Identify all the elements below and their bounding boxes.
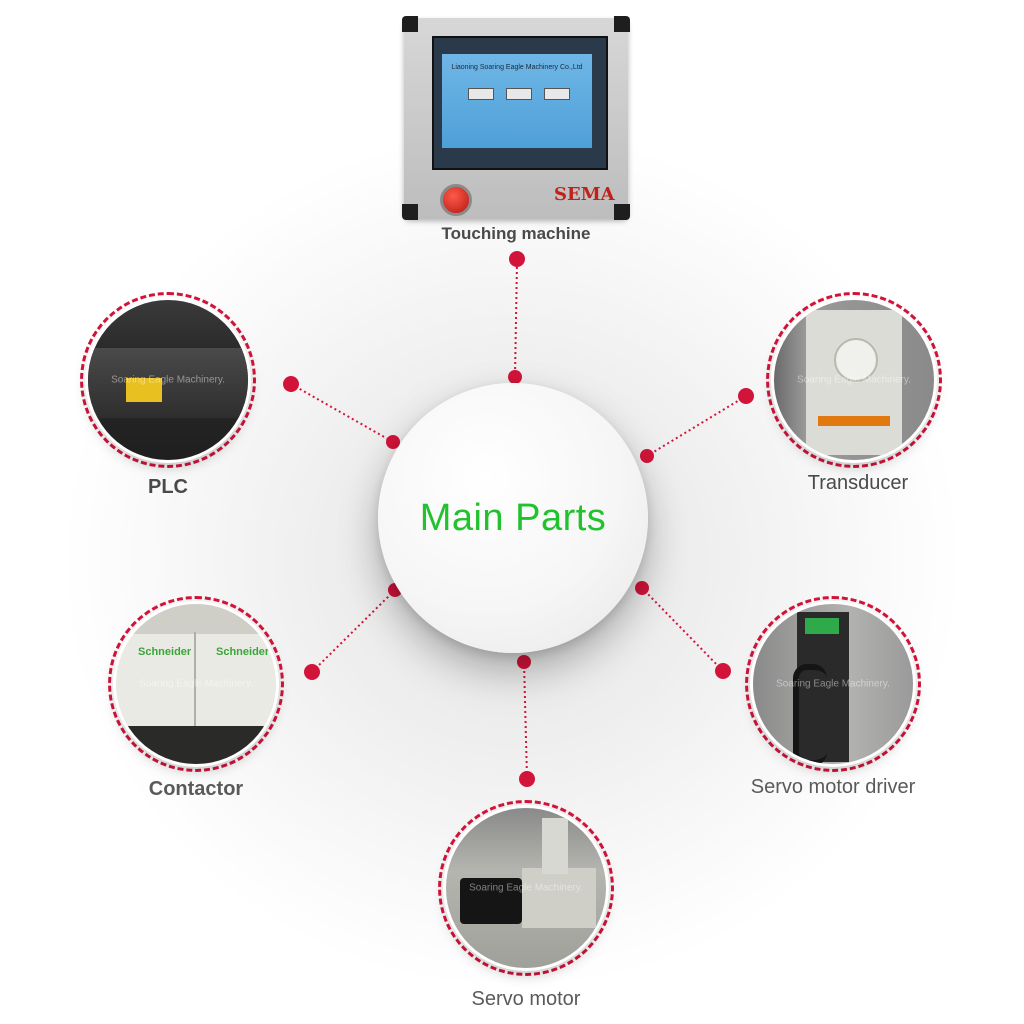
transducer-ring	[766, 292, 942, 468]
dot-touching-machine-outer	[509, 251, 525, 267]
label-plc: PLC	[148, 476, 188, 498]
contactor-watermark: Soaring Eagle Machinery.	[139, 678, 253, 690]
connector-transducer	[646, 395, 747, 457]
dot-transducer-outer	[738, 388, 754, 404]
dot-servo-motor-inner	[517, 655, 531, 669]
servo-motor-photo: Soaring Eagle Machinery.	[446, 808, 606, 968]
transducer-watermark: Soaring Eagle Machinery.	[797, 374, 911, 386]
dot-servo-driver-inner	[635, 581, 649, 595]
dot-transducer-inner	[640, 449, 654, 463]
label-touching-machine: Touching machine	[441, 224, 591, 243]
connector-servo-motor-driver	[641, 587, 724, 672]
plc-ring	[80, 292, 256, 468]
screen-title: Liaoning Soaring Eagle Machinery Co.,Ltd	[451, 64, 583, 71]
label-servo-motor-driver: Servo motor driver	[750, 776, 916, 798]
transducer-photo: Soaring Eagle Machinery.	[774, 300, 934, 460]
dot-servo-motor-outer	[519, 771, 535, 787]
label-servo-motor: Servo motor	[471, 988, 581, 1010]
main-parts-hub: Main Parts	[378, 383, 648, 653]
dot-touching-machine-inner	[508, 370, 522, 384]
plc-watermark: Soaring Eagle Machinery.	[111, 374, 225, 386]
connector-servo-motor	[523, 661, 528, 779]
plc-photo: Soaring Eagle Machinery.	[88, 300, 248, 460]
connector-plc	[290, 383, 394, 443]
dot-plc-outer	[283, 376, 299, 392]
brand-logo: SEMA	[554, 184, 615, 205]
connector-touching-machine	[514, 261, 518, 377]
servo-driver-photo: Soaring Eagle Machinery.	[753, 604, 913, 764]
label-transducer: Transducer	[807, 472, 909, 494]
label-contactor: Contactor	[148, 778, 244, 800]
touch-panel-image: Liaoning Soaring Eagle Machinery Co.,Ltd…	[402, 16, 630, 220]
contactor-photo: Schneider Schneider Soaring Eagle Machin…	[116, 604, 276, 764]
touch-screen: Liaoning Soaring Eagle Machinery Co.,Ltd	[432, 36, 608, 170]
servo-driver-watermark: Soaring Eagle Machinery.	[776, 678, 890, 690]
dot-contactor-outer	[304, 664, 320, 680]
contactor-ring	[108, 596, 284, 772]
servo-motor-watermark: Soaring Eagle Machinery.	[469, 882, 583, 894]
servo-driver-ring	[745, 596, 921, 772]
hub-title: Main Parts	[419, 496, 607, 539]
emergency-stop-icon	[440, 184, 472, 216]
connector-contactor	[311, 589, 396, 673]
dot-plc-inner	[386, 435, 400, 449]
servo-motor-ring	[438, 800, 614, 976]
dot-servo-driver-outer	[715, 663, 731, 679]
